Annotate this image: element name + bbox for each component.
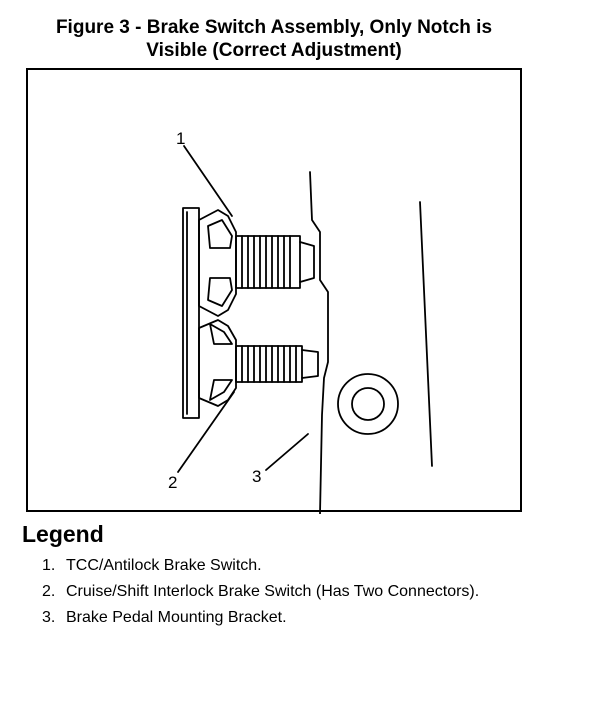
legend-item: 1. TCC/Antilock Brake Switch. bbox=[42, 556, 512, 576]
legend-item-number: 2. bbox=[42, 583, 56, 600]
figure-title-line-1: Figure 3 - Brake Switch Assembly, Only N… bbox=[55, 17, 493, 38]
leader-line-1 bbox=[183, 145, 233, 217]
leader-line-3 bbox=[265, 433, 309, 471]
pivot-outer-ring bbox=[337, 373, 399, 435]
figure-title-line-2: Visible (Correct Adjustment) bbox=[146, 40, 402, 61]
figure-title: Figure 3 - Brake Switch Assembly, Only N… bbox=[0, 16, 548, 62]
legend-item-text: Cruise/Shift Interlock Brake Switch (Has… bbox=[66, 583, 480, 600]
callout-2: 2 bbox=[168, 473, 178, 492]
lower-switch-notch-lower bbox=[209, 379, 233, 401]
lower-plunger-threads bbox=[241, 345, 297, 383]
legend-item: 2. Cruise/Shift Interlock Brake Switch (… bbox=[42, 582, 512, 602]
legend-item-number: 3. bbox=[42, 609, 56, 626]
legend-list: 1. TCC/Antilock Brake Switch. 2. Cruise/… bbox=[42, 556, 512, 634]
mounting-bracket-outline bbox=[309, 171, 329, 514]
pivot-inner-hole bbox=[351, 387, 385, 421]
switch-mounting-flange bbox=[182, 207, 200, 419]
upper-plunger-tip bbox=[299, 241, 315, 283]
legend-item-text: TCC/Antilock Brake Switch. bbox=[66, 557, 262, 574]
upper-switch-body bbox=[198, 209, 237, 317]
diagram-frame: 1 2 3 bbox=[26, 68, 522, 514]
legend-item-number: 1. bbox=[42, 557, 56, 574]
upper-switch-notch-lower bbox=[207, 277, 233, 307]
lower-plunger-tip bbox=[301, 349, 319, 379]
leader-line-2 bbox=[177, 391, 235, 473]
lower-switch-body bbox=[198, 319, 237, 407]
upper-switch-notch bbox=[207, 219, 233, 249]
legend-item: 3. Brake Pedal Mounting Bracket. bbox=[42, 608, 512, 628]
callout-3: 3 bbox=[252, 467, 262, 486]
brake-pedal-arm-line bbox=[419, 201, 433, 467]
legend-item-text: Brake Pedal Mounting Bracket. bbox=[66, 609, 287, 626]
legend-heading: Legend bbox=[22, 521, 104, 547]
brake-switch-diagram bbox=[177, 145, 433, 514]
upper-plunger-threads bbox=[241, 235, 291, 289]
callout-1: 1 bbox=[176, 129, 186, 148]
lower-switch-plunger bbox=[235, 345, 303, 383]
upper-switch-plunger bbox=[235, 235, 301, 289]
lower-switch-notch bbox=[209, 323, 233, 345]
